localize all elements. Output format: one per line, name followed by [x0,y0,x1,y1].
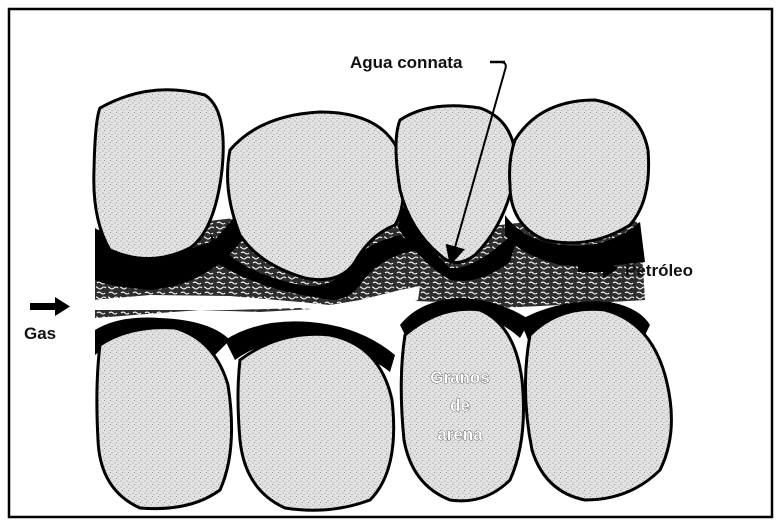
grain [94,90,223,259]
granos-label-line1: Granos [430,368,490,387]
granos-label-line2: de [450,396,470,415]
grain [97,328,232,509]
granos-label-line3: arena [437,425,483,444]
grain [510,100,649,243]
agua-connata-label: Agua connata [350,53,463,72]
petroleo-label: Petróleo [625,261,693,280]
gas-label: Gas [24,324,56,343]
grain [238,334,394,510]
